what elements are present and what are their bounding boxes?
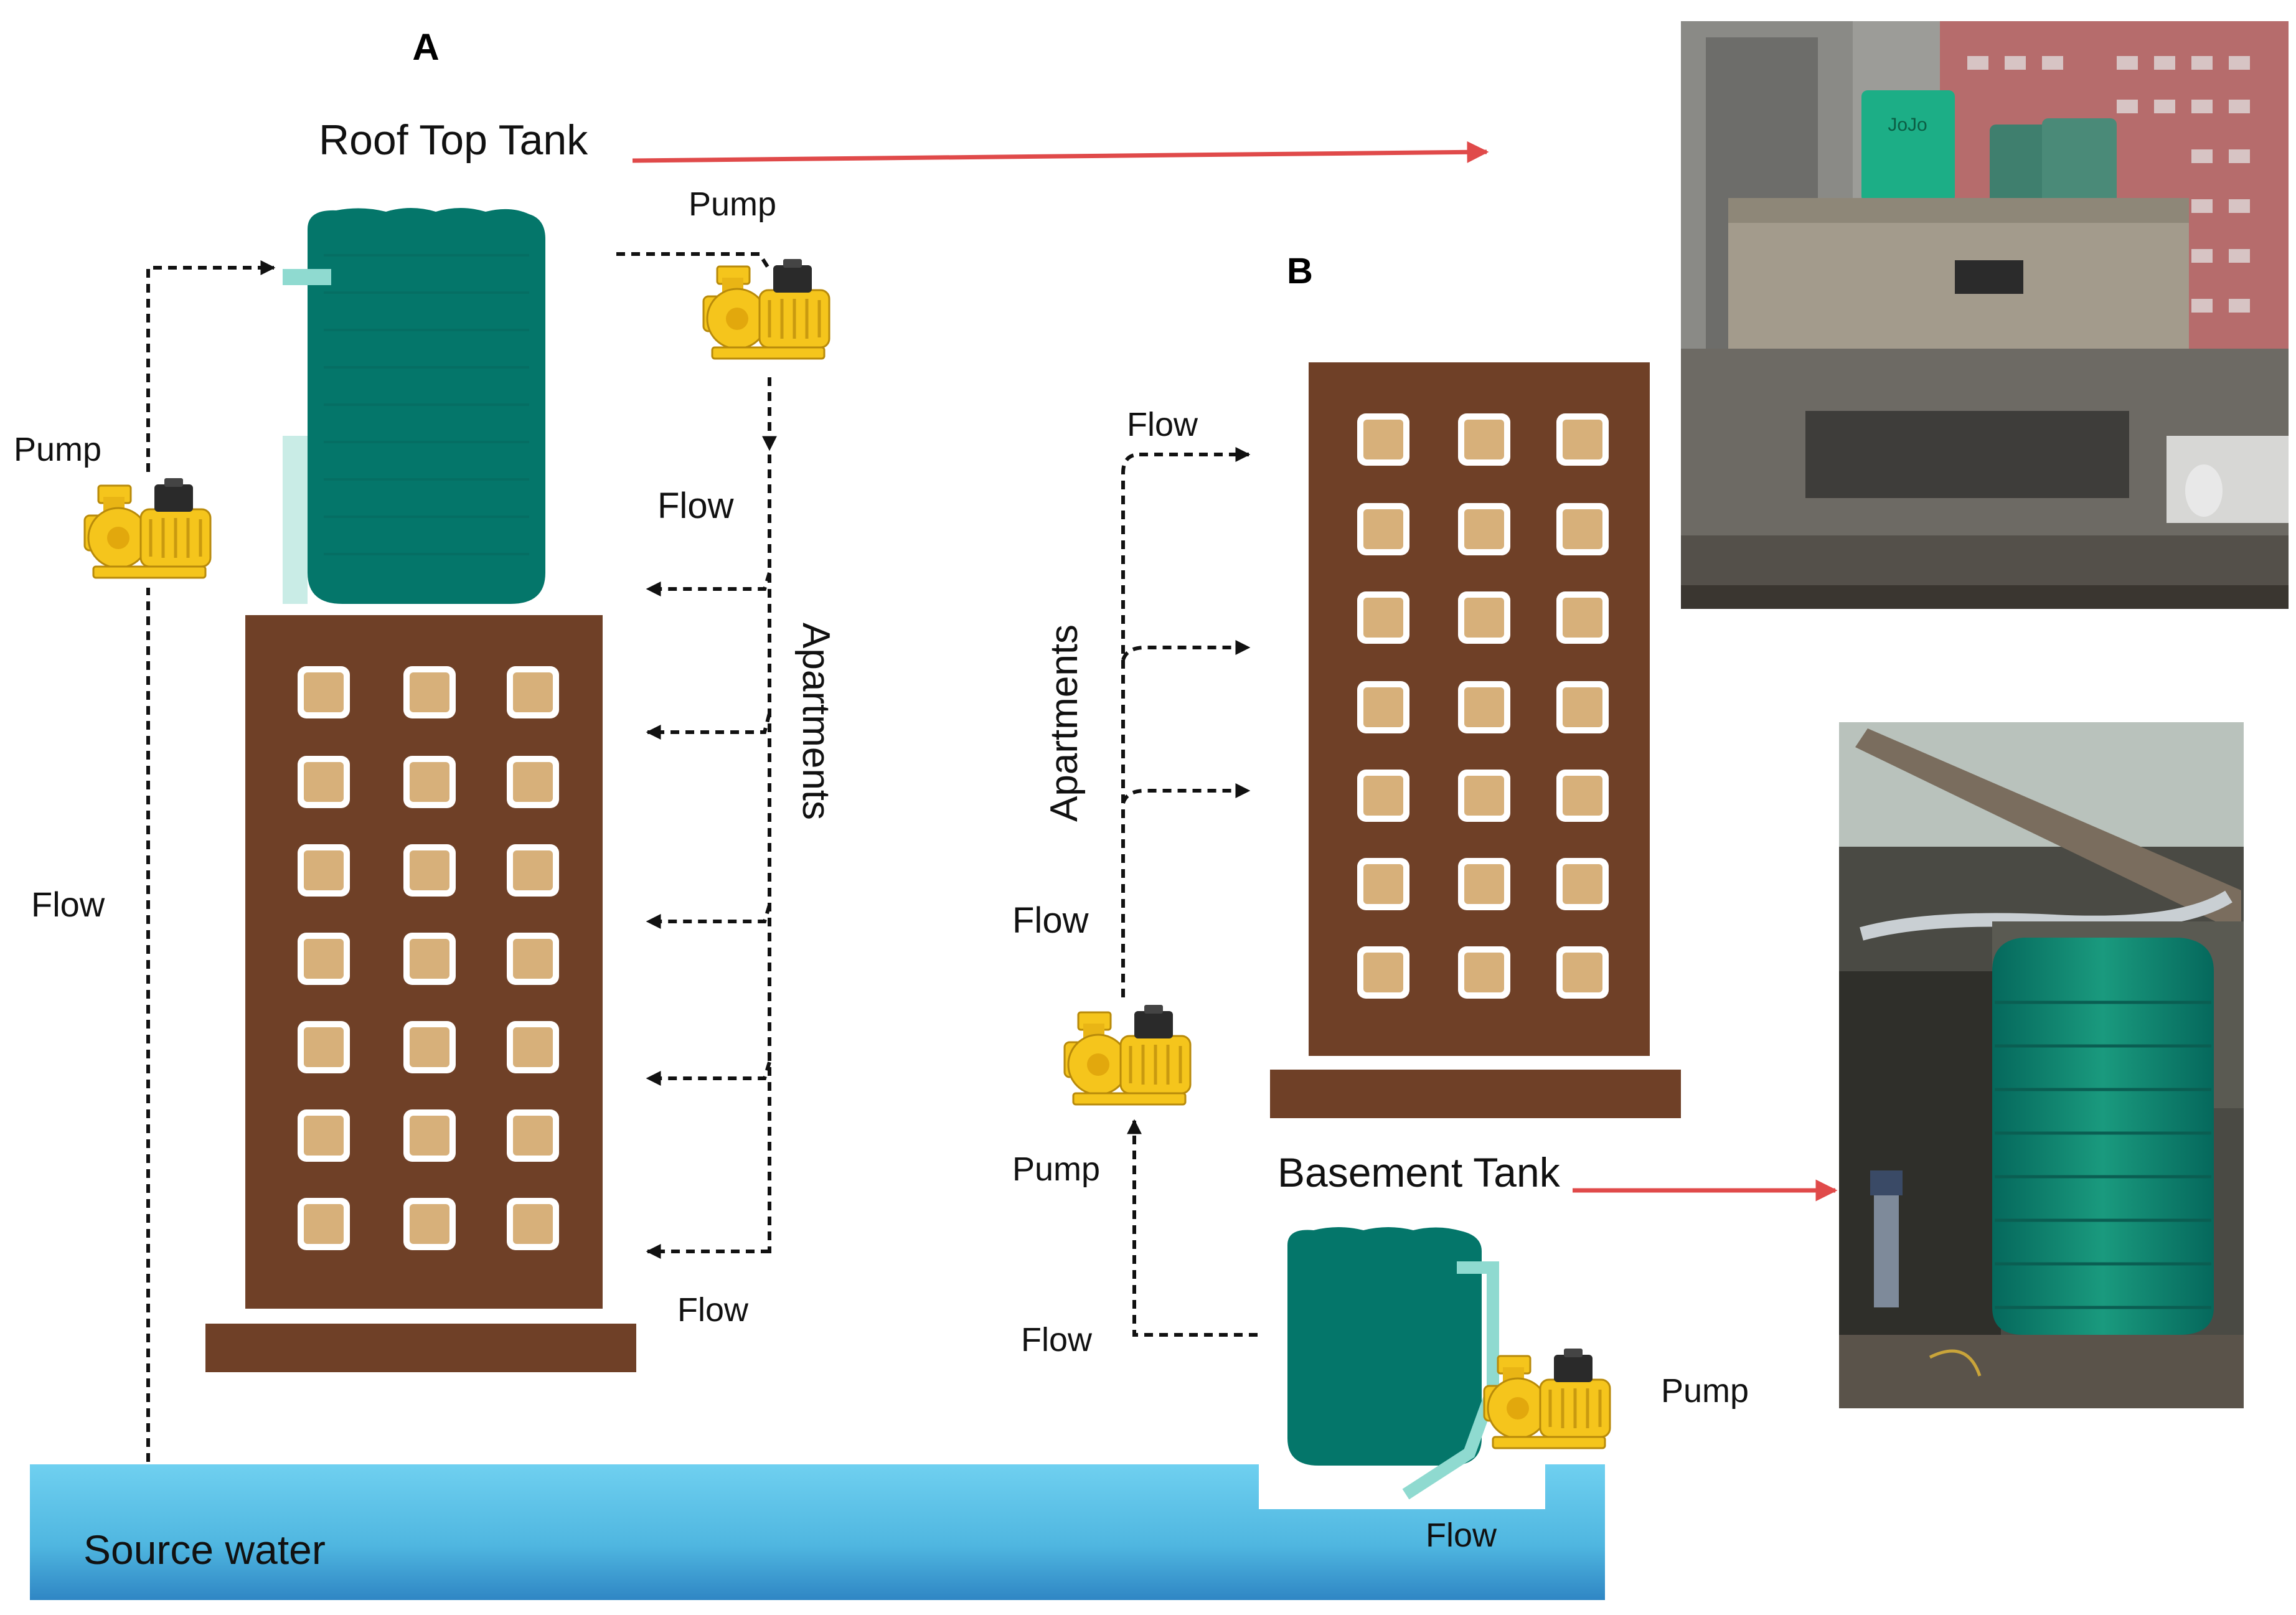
roof-tank-to-pump-flow-line (616, 252, 770, 269)
source-water-pool (30, 1464, 1605, 1600)
basement-suction-flow-label: Flow (1021, 1321, 1093, 1358)
source-pump-icon (85, 478, 210, 578)
pump-to-roof-tank-flow-line (146, 260, 276, 472)
panel-label-b: B (1287, 251, 1313, 291)
riser-b-flow-label-middle: Flow (1012, 900, 1089, 941)
roof-top-tank (283, 208, 545, 604)
roof-distribution-pump-icon (703, 259, 829, 359)
apartment-a-branches (646, 572, 771, 1259)
apartment-b-branches (1121, 447, 1251, 804)
source-pump-label: Pump (14, 431, 101, 468)
roof-top-tank-label: Roof Top Tank (319, 116, 588, 164)
apartments-b-label: Apartments (1043, 624, 1086, 822)
basement-tank-photo (1839, 722, 2244, 1408)
riser-b-flow-label-top: Flow (1127, 406, 1198, 443)
basement-booster-pump-label: Pump (1012, 1151, 1100, 1188)
basement-booster-pump-icon (1065, 1005, 1190, 1104)
riser-a-flow-label-top: Flow (657, 486, 735, 526)
source-flow-label: Flow (31, 885, 105, 924)
panel-label-a: A (412, 26, 439, 68)
rooftop-tank-photo: JoJo (1681, 21, 2289, 609)
rooftop-tank-brand-text: JoJo (1888, 115, 1927, 135)
apartments-a-label: Apartments (794, 623, 837, 820)
basement-tank-label: Basement Tank (1277, 1149, 1561, 1195)
basement-supply-pump-label: Pump (1661, 1372, 1749, 1410)
basement-tank (1287, 1227, 1499, 1500)
roof-distribution-pump-label: Pump (689, 186, 776, 223)
basement-supply-pump-icon (1484, 1349, 1610, 1448)
source-water-label: Source water (83, 1527, 326, 1573)
building-b (1270, 362, 1681, 1118)
building-a (205, 615, 636, 1372)
basement-tank-to-pump-flow-line (1127, 1119, 1258, 1337)
riser-a-flow-label-bottom: Flow (677, 1291, 749, 1329)
riser-b-line (1121, 453, 1140, 997)
roof-top-tank-photo-arrow (632, 141, 1489, 163)
basement-inflow-label: Flow (1426, 1517, 1497, 1554)
